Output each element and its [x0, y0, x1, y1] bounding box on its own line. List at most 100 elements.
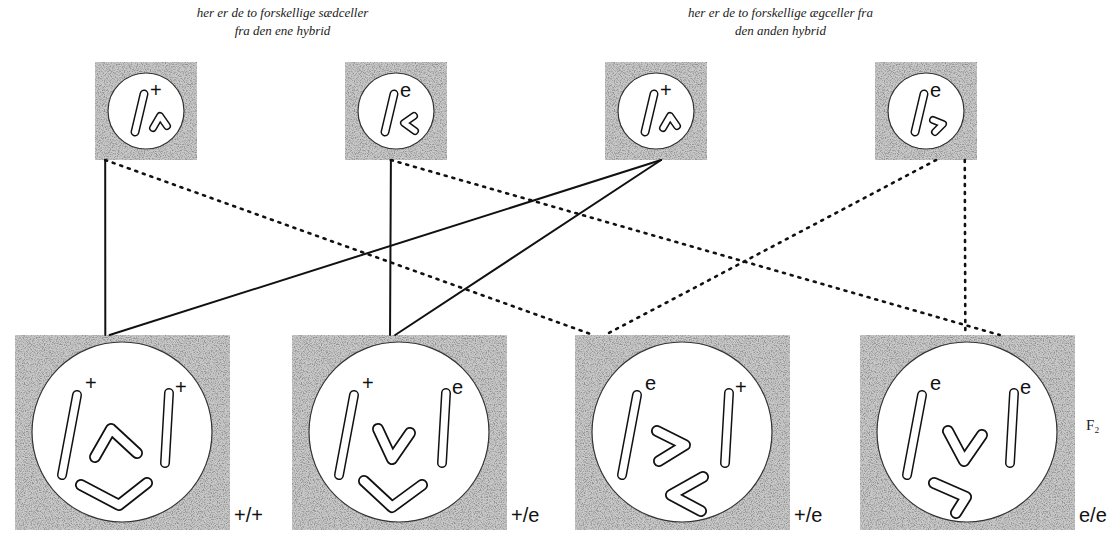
zygote-cell: eee/e: [860, 335, 1075, 530]
chromosome-chevron: [948, 431, 982, 461]
cell-figure: [15, 335, 230, 530]
cell-figure: [345, 62, 447, 160]
chromosome-chevron: [663, 116, 677, 128]
chromosome-rod: [725, 393, 729, 463]
chromosome-rod: [135, 94, 144, 132]
cell-membrane: [108, 73, 184, 149]
speckled-square: [575, 335, 790, 530]
chromosome-chevron: [153, 116, 167, 128]
cell-membrane: [877, 342, 1057, 522]
chromosome-rod: [165, 393, 169, 463]
chromosome-rod: [645, 94, 654, 132]
cell-figure: [292, 335, 507, 530]
allele-label: +: [150, 80, 162, 100]
chromosome-rod: [622, 395, 637, 475]
chromosome-chevron: [671, 477, 703, 511]
chromosome-chevron: [657, 431, 685, 461]
chromosome-rod: [442, 393, 446, 463]
chromosome-rod: [62, 395, 77, 475]
chromosome-chevron: [95, 429, 137, 457]
chromosome-rod: [62, 395, 77, 475]
cross-line: [395, 160, 661, 335]
cross-line: [963, 160, 966, 335]
cell-figure: [95, 62, 197, 160]
speckled-square: [15, 335, 230, 530]
gamete-cell: e: [345, 62, 447, 160]
cell-figure: [875, 62, 977, 160]
cell-figure: [860, 335, 1075, 530]
chromosome-chevron: [81, 483, 147, 505]
genotype-label: +/+: [234, 505, 263, 525]
allele-label: e: [452, 377, 463, 397]
gamete-cell: e: [875, 62, 977, 160]
cell-membrane: [888, 73, 964, 149]
allele-label: +: [175, 377, 187, 397]
chromosome-chevron: [404, 116, 415, 131]
cross-line: [605, 160, 936, 335]
cell-membrane: [309, 342, 489, 522]
genotype-label: +/e: [794, 505, 822, 525]
chromosome-chevron: [934, 483, 966, 513]
gamete-cell: +: [95, 62, 197, 160]
allele-label: e: [1020, 377, 1031, 397]
speckled-square: [95, 62, 197, 160]
chromosome-rod: [385, 94, 394, 132]
cell-membrane: [618, 73, 694, 149]
chromosome-chevron: [933, 120, 943, 132]
chromosome-rod: [645, 94, 654, 132]
genotype-label: e/e: [1079, 505, 1107, 525]
allele-label: +: [362, 373, 374, 393]
chromosome-rod: [135, 94, 144, 132]
chromosome-chevron: [378, 429, 410, 459]
generation-label: F₂: [1086, 418, 1100, 433]
chromosome-chevron: [657, 431, 685, 461]
speckled-square: [875, 62, 977, 160]
chromosome-rod: [915, 94, 924, 132]
genotype-label: +/e: [511, 505, 539, 525]
chromosome-chevron: [153, 116, 167, 128]
allele-label: +: [735, 377, 747, 397]
cross-line: [391, 160, 1000, 335]
speckled-square: [292, 335, 507, 530]
chromosome-rod: [915, 94, 924, 132]
cell-figure: [575, 335, 790, 530]
chromosome-chevron: [933, 120, 943, 132]
allele-label: e: [400, 80, 411, 100]
chromosome-chevron: [671, 477, 703, 511]
chromosome-chevron: [364, 481, 422, 507]
allele-label: e: [930, 373, 941, 393]
chromosome-chevron: [81, 483, 147, 505]
zygote-cell: +++/+: [15, 335, 230, 530]
chromosome-chevron: [663, 116, 677, 128]
chromosome-rod: [622, 395, 637, 475]
chromosome-chevron: [364, 481, 422, 507]
chromosome-rod: [1010, 393, 1014, 463]
cell-membrane: [592, 342, 772, 522]
cross-line: [104, 160, 106, 335]
chromosome-rod: [339, 395, 354, 475]
chromosome-chevron: [378, 429, 410, 459]
cross-line: [389, 160, 392, 335]
zygote-cell: e++/e: [575, 335, 790, 530]
chromosome-rod: [725, 393, 729, 463]
chromosome-rod: [907, 395, 922, 475]
chromosome-chevron: [934, 483, 966, 513]
allele-label: e: [930, 80, 941, 100]
chromosome-chevron: [404, 116, 415, 131]
chromosome-chevron: [948, 431, 982, 461]
chromosome-rod: [1010, 393, 1014, 463]
allele-label: e: [645, 373, 656, 393]
chromosome-rod: [907, 395, 922, 475]
cell-membrane: [32, 342, 212, 522]
speckled-square: [345, 62, 447, 160]
chromosome-rod: [442, 393, 446, 463]
gamete-cell: +: [605, 62, 707, 160]
chromosome-rod: [385, 94, 394, 132]
allele-label: +: [660, 80, 672, 100]
chromosome-chevron: [95, 429, 137, 457]
allele-label: +: [85, 373, 97, 393]
cross-line: [105, 160, 593, 335]
